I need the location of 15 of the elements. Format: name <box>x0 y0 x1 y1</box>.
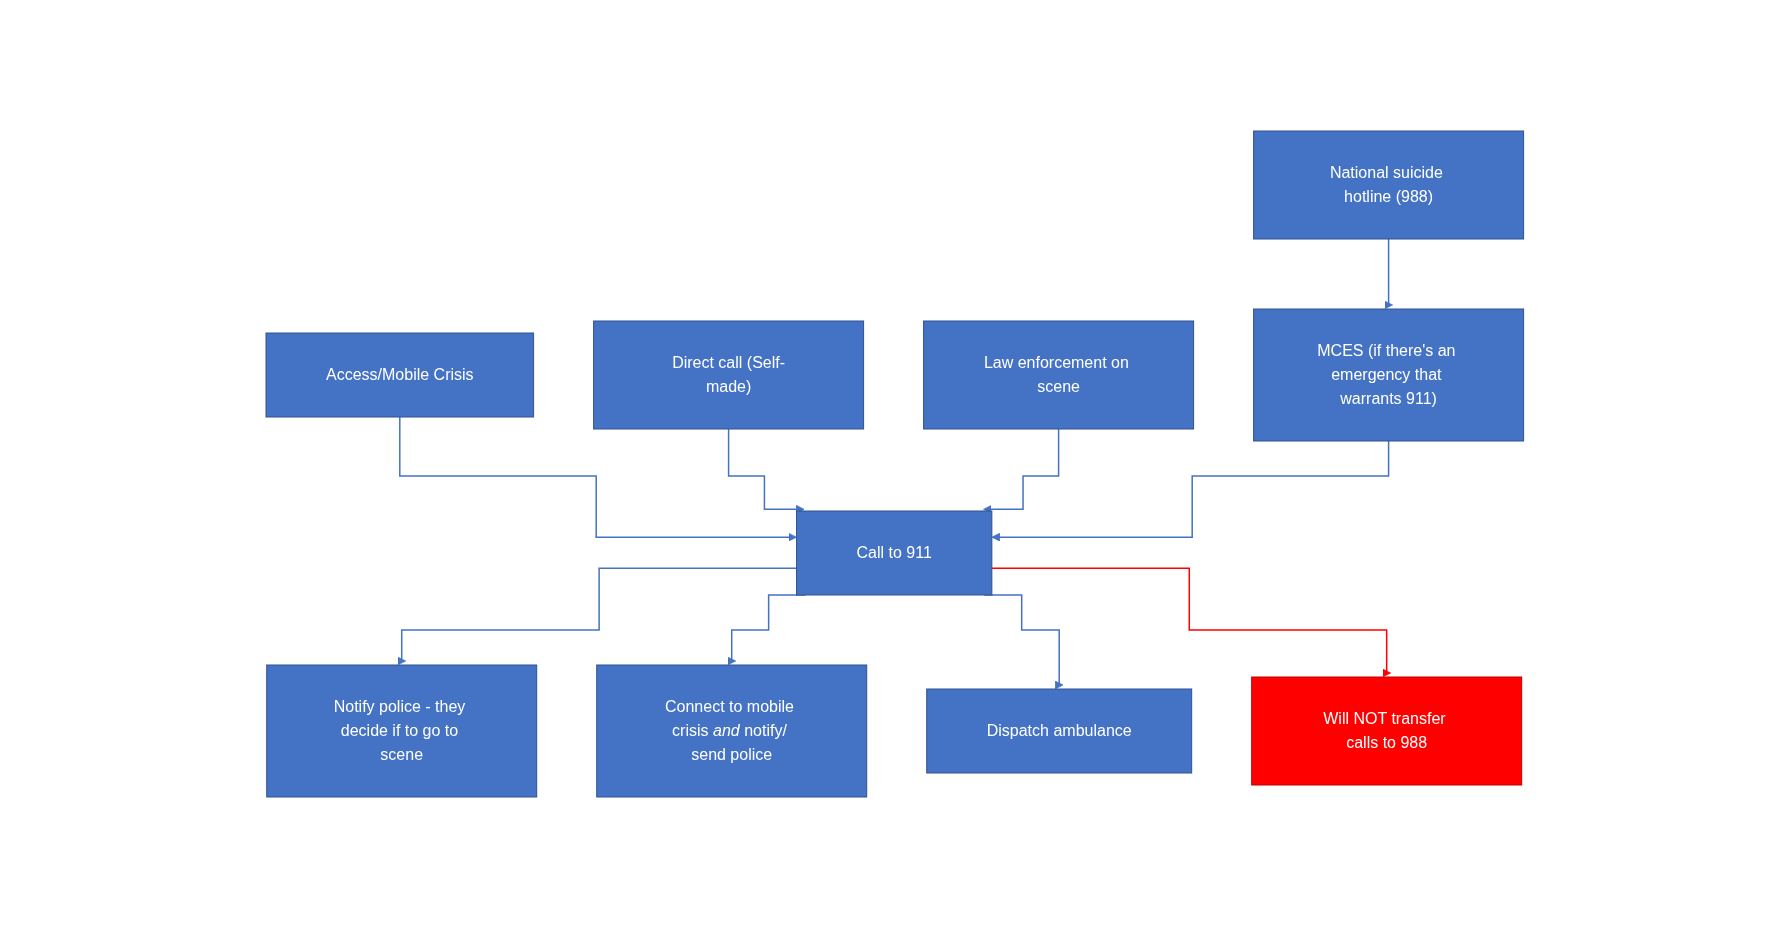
node-box: Call to 911 <box>796 510 993 596</box>
node-box: MCES (if there's an emergency that warrants 911) <box>1253 308 1525 442</box>
arrow <box>991 567 1392 678</box>
node-box: Access/Mobile Crisis <box>265 332 535 418</box>
node-box: Will NOT transfer calls to 988 <box>1251 676 1523 786</box>
node-box: Notify police - they decide if to go to scene <box>266 664 538 798</box>
node-box: Law enforcement on scene <box>923 320 1195 430</box>
arrow <box>991 440 1390 542</box>
arrow <box>399 416 798 542</box>
node-box: National suicide hotline (988) <box>1253 130 1525 240</box>
node-box: Direct call (Self-made) <box>593 320 865 430</box>
node-box: Connect to mobile crisis and notify/ send police <box>596 664 868 798</box>
arrow <box>397 567 798 666</box>
arrow <box>1384 238 1394 310</box>
node-box: Dispatch ambulance <box>926 688 1193 774</box>
